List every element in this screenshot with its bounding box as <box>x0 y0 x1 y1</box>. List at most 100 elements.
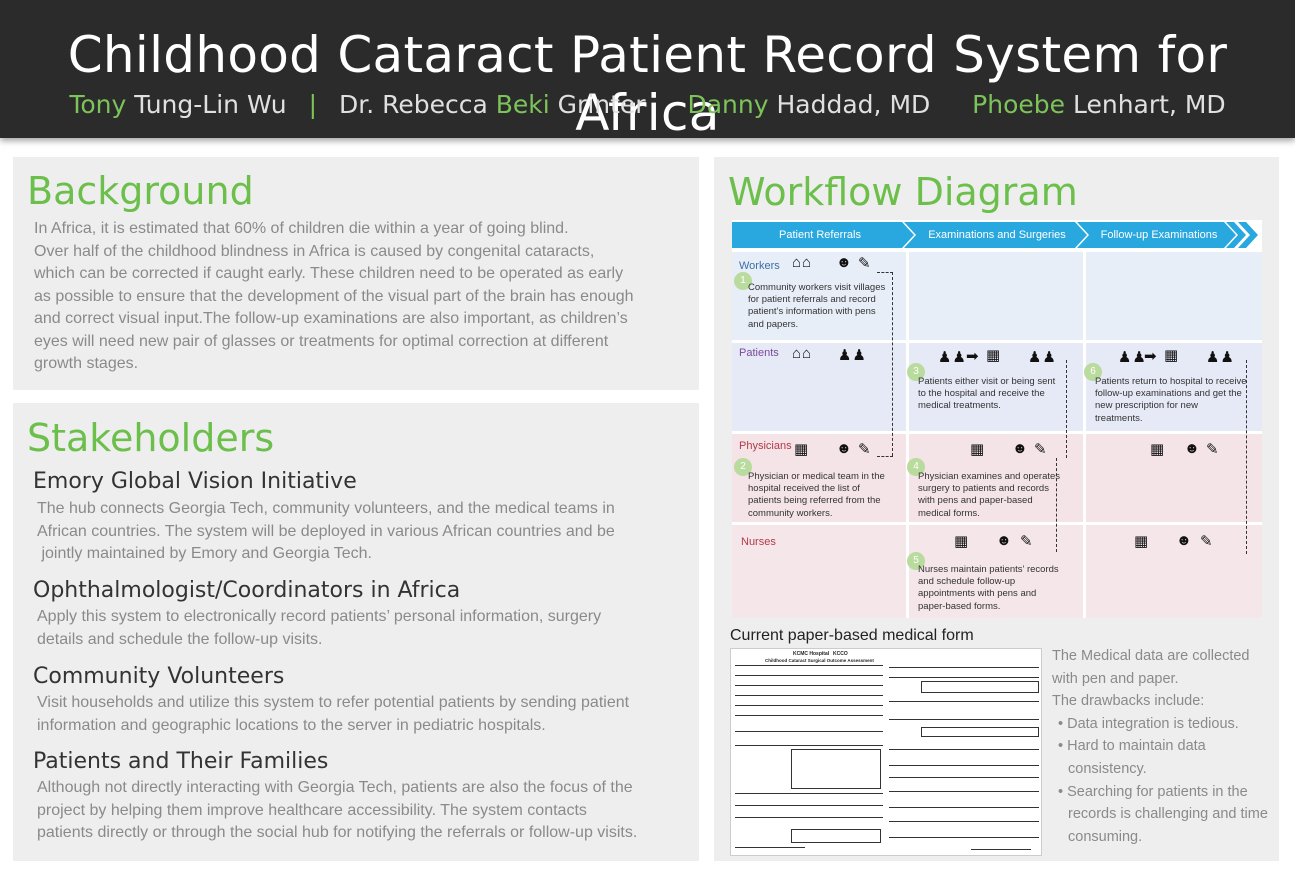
drawback-item: • Hard to maintain data consistency. <box>1058 738 1206 777</box>
cell-workers-3 <box>1086 252 1262 340</box>
author-list: Tony Tung-Lin Wu | Dr. Rebecca Beki Grin… <box>0 90 1295 119</box>
form-title: Childhood Cataract Surgical Outcome Asse… <box>765 658 874 663</box>
step-text-2: Physician or medical team in the hospita… <box>748 471 885 519</box>
author-2-last: Grinter <box>557 90 646 119</box>
workflow-diagram: Patient Referrals Examinations and Surge… <box>732 220 1262 618</box>
step-number-1: 1 <box>734 272 752 290</box>
nurse-icon: ☻ <box>996 532 1013 549</box>
hospital-icon: ▦ <box>954 533 970 550</box>
cell-nurses-1 <box>732 525 906 618</box>
clipboard-pen-icon: ✎ <box>1200 533 1214 550</box>
clipboard-pen-icon: ✎ <box>858 255 872 272</box>
poster-header: Childhood Cataract Patient Record System… <box>0 0 1295 142</box>
form-code: KCCO <box>833 651 848 657</box>
phase-chevron-4 <box>1226 222 1246 248</box>
author-2-first: Beki <box>495 90 550 119</box>
stakeholder-text-1: The hub connects Georgia Tech, community… <box>37 500 615 562</box>
cell-physicians-2 <box>909 434 1083 522</box>
phase-label-1: Patient Referrals <box>779 229 861 241</box>
drawback-item: • Data integration is tedious. <box>1058 715 1239 732</box>
step-text-6: Patients return to hospital to receive f… <box>1095 376 1247 424</box>
author-2-pre: Dr. Rebecca <box>338 90 496 119</box>
hospital-icon: ▦ <box>1164 347 1180 364</box>
stakeholder-title-1: Emory Global Vision Initiative <box>33 469 357 494</box>
stakeholder-text-2: Apply this system to electronically reco… <box>37 608 602 648</box>
row-label-workers: Workers <box>739 260 780 272</box>
doctor-icon: ☻ <box>1012 440 1029 457</box>
cell-patients-1 <box>732 343 906 431</box>
doctor-icon: ☻ <box>836 440 853 457</box>
hospital-icon: ▦ <box>794 441 810 458</box>
phase-label-2: Examinations and Surgeries <box>928 229 1066 241</box>
village-house-icon: ⌂⌂ <box>792 345 813 362</box>
stakeholders-panel: Stakeholders Emory Global Vision Initiat… <box>13 403 699 861</box>
flow-line-1c <box>877 456 893 457</box>
family-icon: ♟♟ <box>1028 349 1057 366</box>
flow-line-1 <box>892 272 893 456</box>
author-separator: | <box>308 90 318 119</box>
stakeholders-heading: Stakeholders <box>27 416 275 460</box>
hospital-icon: ▦ <box>986 347 1002 364</box>
hospital-icon: ▦ <box>1134 533 1150 550</box>
clipboard-pen-icon: ✎ <box>1020 533 1034 550</box>
clipboard-pen-icon: ✎ <box>1034 441 1048 458</box>
cell-workers-2 <box>909 252 1083 340</box>
family-icon: ♟♟ <box>1206 349 1235 366</box>
row-label-physicians: Physicians <box>739 440 792 452</box>
step-number-2: 2 <box>734 458 752 476</box>
flow-line-1b <box>877 272 893 273</box>
nurse-icon: ☻ <box>1176 532 1193 549</box>
background-panel: Background In Africa, it is estimated th… <box>13 157 699 390</box>
flow-line-4 <box>1056 458 1057 552</box>
author-4-last: Lenhart, MD <box>1072 90 1226 119</box>
drawbacks-text: The Medical data are collected with pen … <box>1052 645 1268 848</box>
author-1-first: Tony <box>69 90 127 119</box>
background-heading: Background <box>27 169 254 213</box>
background-text: In Africa, it is estimated that 60% of c… <box>34 220 634 372</box>
step-text-3: Patients either visit or being sent to t… <box>918 376 1056 412</box>
poster-title: Childhood Cataract Patient Record System… <box>67 26 1228 142</box>
stakeholder-text-3: Visit households and utilize this system… <box>37 694 630 734</box>
village-house-icon: ⌂⌂ <box>792 254 813 271</box>
cell-physicians-3 <box>1086 434 1262 522</box>
hospital-icon: ▦ <box>970 441 986 458</box>
row-label-nurses: Nurses <box>741 536 776 548</box>
author-3-last: Haddad, MD <box>776 90 931 119</box>
step-text-1: Community workers visit villages for pat… <box>748 282 886 330</box>
clipboard-pen-icon: ✎ <box>1206 441 1220 458</box>
step-text-5: Nurses maintain patients’ records and sc… <box>918 564 1059 612</box>
form-caption: Current paper-based medical form <box>730 627 974 644</box>
drawback-item: • Searching for patients in the records … <box>1058 783 1268 845</box>
arrow-right-icon: ➡ <box>1144 348 1158 365</box>
paper-form-image: KCMC Hospital KCCO Childhood Cataract Su… <box>730 648 1042 856</box>
family-icon: ♟♟ <box>838 347 867 364</box>
hospital-icon: ▦ <box>1150 441 1166 458</box>
cell-patients-2 <box>909 343 1083 431</box>
stakeholder-title-4: Patients and Their Families <box>33 749 329 774</box>
flow-line-6 <box>1246 360 1247 554</box>
step-number-6: 6 <box>1084 363 1102 381</box>
row-label-patients: Patients <box>739 347 779 359</box>
author-4-first: Phoebe <box>972 90 1066 119</box>
stakeholder-title-2: Ophthalmologist/Coordinators in Africa <box>33 578 461 603</box>
author-3-first: Danny <box>687 90 769 119</box>
phase-chevron-3 <box>1077 222 1236 248</box>
step-number-3: 3 <box>907 363 925 381</box>
doctor-icon: ☻ <box>1184 440 1201 457</box>
phase-chevron-1 <box>732 222 914 248</box>
stakeholder-text-4: Although not directly interacting with G… <box>37 779 638 841</box>
cell-nurses-2 <box>909 525 1083 618</box>
worker-icon: ☻ <box>836 254 853 271</box>
arrow-right-icon: ➡ <box>966 348 980 365</box>
clipboard-pen-icon: ✎ <box>858 441 872 458</box>
cell-physicians-1 <box>732 434 906 522</box>
cell-nurses-3 <box>1086 525 1262 618</box>
phase-chevrons <box>732 222 1258 248</box>
phase-chevron-2 <box>904 222 1087 248</box>
phase-label-3: Follow-up Examinations <box>1100 229 1218 241</box>
step-text-4: Physician examines and operates surgery … <box>918 471 1061 519</box>
step-number-4: 4 <box>907 458 925 476</box>
flow-line-3 <box>1066 360 1067 458</box>
step-number-5: 5 <box>907 552 925 570</box>
form-hospital: KCMC Hospital <box>793 651 830 657</box>
